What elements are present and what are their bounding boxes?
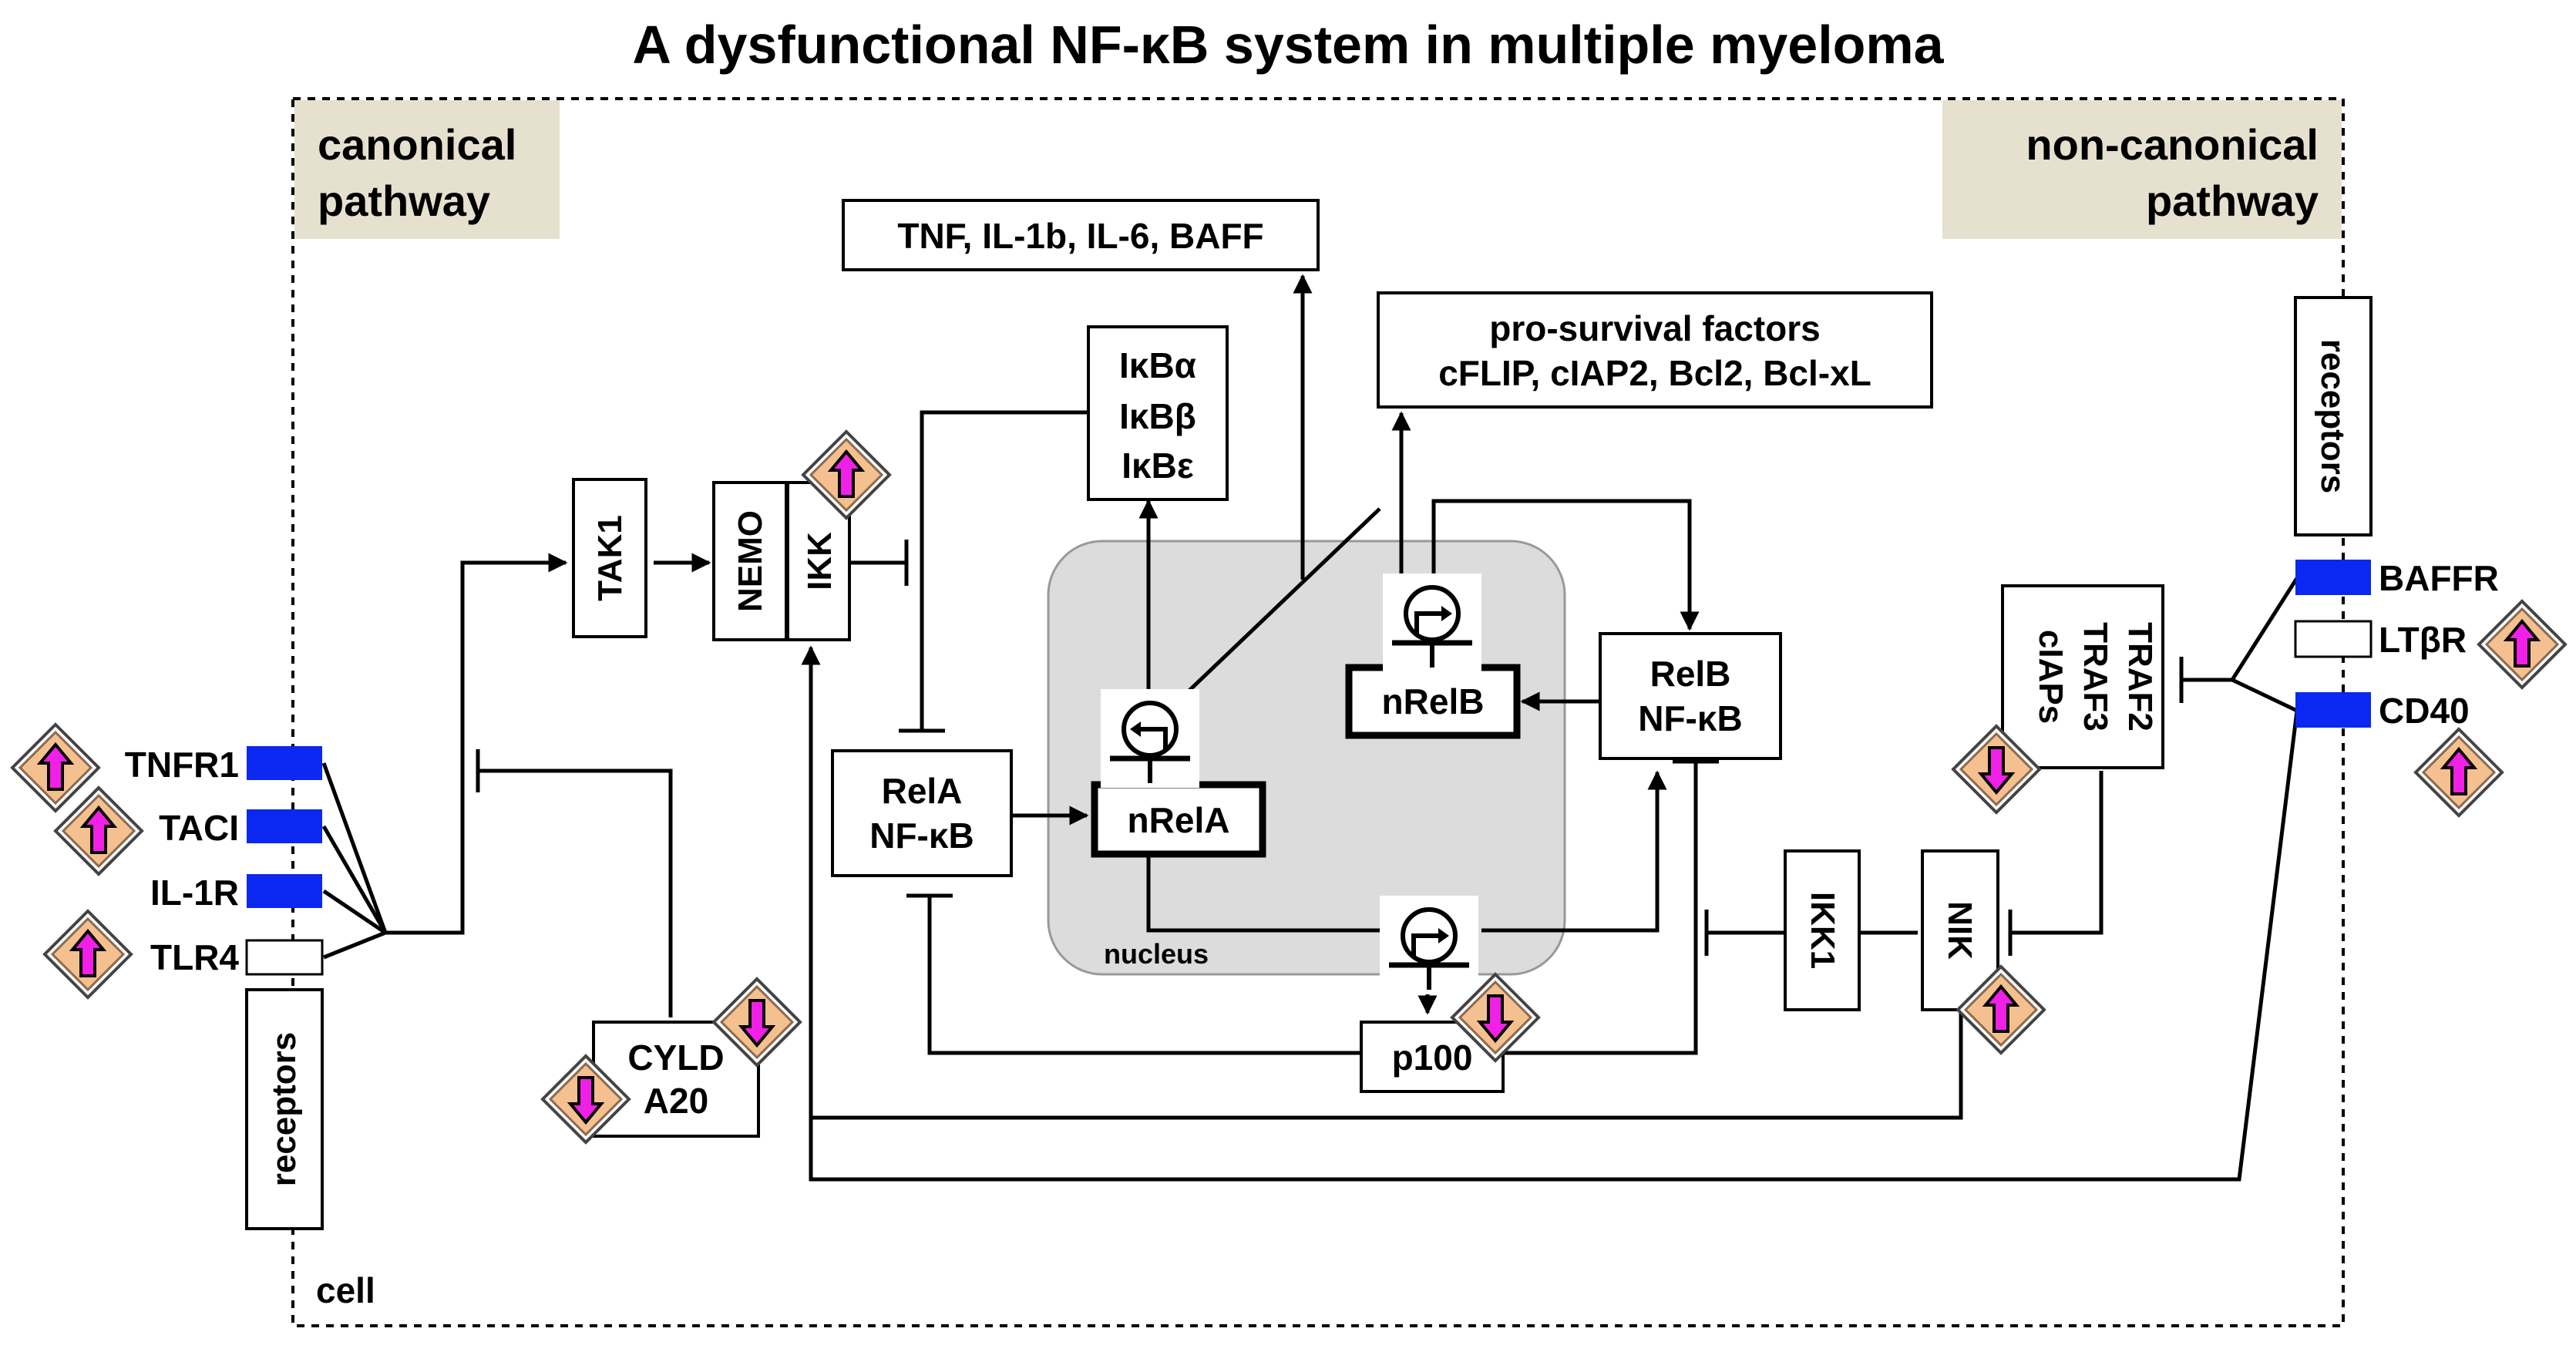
receptor-taci[interactable] [247,809,322,843]
node-cytokines[interactable]: TNF, IL-1b, IL-6, BAFF [842,199,1320,271]
upregulation-tnfr1-icon [11,723,100,812]
gene-nrela-target-icon [1101,689,1199,788]
ciaps-label: cIAPs [2032,630,2070,724]
receptor-label-taci: TACI [159,808,239,848]
node-ikb[interactable]: IκBα IκBβ IκBε [1087,325,1229,501]
node-nemo[interactable]: NEMO [712,481,788,641]
rela-label-line1: RelA [882,771,963,811]
cell-label: cell [316,1270,375,1310]
ikbe-label: IκBε [1122,446,1194,486]
canonical-label-line2: pathway [318,177,490,225]
receptor-label-il1r: IL-1R [150,873,239,913]
rela-label-line2: NF-κB [869,816,974,856]
receptors-right-box [2294,296,2373,536]
prosurvival-label-line1: pro-survival factors [1489,308,1820,348]
nrela-label: nRelA [1128,800,1230,840]
receptor-baffr[interactable] [2295,560,2371,595]
receptors-left-label: receptors [265,1032,303,1187]
receptor-tnfr1[interactable] [247,746,322,780]
tak1-label: TAK1 [591,515,629,601]
ikba-label: IκBα [1119,345,1196,385]
nik-label: NIK [1941,901,1979,960]
cyld-label-line2: A20 [644,1081,708,1121]
upregulation-tlr4-icon [43,910,133,999]
cell-boundary [291,97,2345,1327]
canonical-label-line1: canonical [318,120,516,169]
node-rela[interactable]: RelA NF-κB [831,749,1013,877]
left-receptor-column: TNFR1 TACI IL-1R TLR4 receptors [125,745,324,1230]
noncanonical-label-line2: pathway [2146,177,2319,225]
cytokines-label: TNF, IL-1b, IL-6, BAFF [897,216,1263,256]
nucleus-label: nucleus [1104,938,1209,970]
receptor-label-cd40: CD40 [2379,691,2470,731]
node-nrela[interactable]: nRelA [1091,781,1266,858]
prosurvival-label-line2: cFLIP, cIAP2, Bcl2, Bcl-xL [1438,353,1871,393]
p100-label: p100 [1392,1038,1473,1078]
receptor-tlr4[interactable] [245,939,324,976]
node-nrelb[interactable]: nRelB [1345,664,1521,739]
node-prosurvival[interactable]: pro-survival factors cFLIP, cIAP2, Bcl2,… [1377,291,1933,409]
gene-p100-icon [1380,896,1478,994]
receptor-ltbr[interactable] [2294,620,2373,658]
upregulation-taci-icon [54,786,143,876]
node-traf[interactable]: TRAF2 TRAF3 cIAPs [2001,584,2164,769]
traf3-label: TRAF3 [2077,622,2114,731]
noncanonical-label-line1: non-canonical [2026,120,2319,169]
receptors-right-label: receptors [2314,339,2352,494]
relb-label-line1: RelB [1650,654,1731,694]
receptor-label-tnfr1: TNFR1 [125,745,239,785]
ikbb-label: IκBβ [1119,396,1196,436]
right-receptor-column: receptors BAFFR LTβR CD40 [2294,296,2499,731]
upregulation-ltbr-icon [2477,600,2567,689]
receptor-il1r[interactable] [247,874,322,908]
node-tak1[interactable]: TAK1 [572,478,647,638]
connections [321,274,2299,1182]
gene-nrelb-target-icon [1383,573,1481,672]
ikk1-label: IKK1 [1804,892,1841,969]
cyld-label-line1: CYLD [627,1038,724,1078]
nrelb-label: nRelB [1382,681,1485,721]
noncanonical-tag [1942,100,2342,239]
receptor-cd40[interactable] [2295,692,2371,728]
node-relb[interactable]: RelB NF-κB [1599,632,1782,760]
receptor-label-baffr: BAFFR [2379,558,2499,598]
traf2-label: TRAF2 [2121,622,2159,731]
nemo-label: NEMO [731,510,769,612]
ikk-label: IKK [801,532,839,590]
receptor-label-ltbr: LTβR [2379,620,2467,660]
canonical-tag [294,100,560,239]
relb-label-line2: NF-κB [1638,698,1743,738]
receptors-left-box [245,988,324,1230]
upregulation-cd40-icon [2414,728,2504,817]
diagram-title: A dysfunctional NF-κB system in multiple… [632,15,1944,75]
receptor-label-tlr4: TLR4 [150,937,239,977]
node-ikk1[interactable]: IKK1 [1784,849,1861,1011]
